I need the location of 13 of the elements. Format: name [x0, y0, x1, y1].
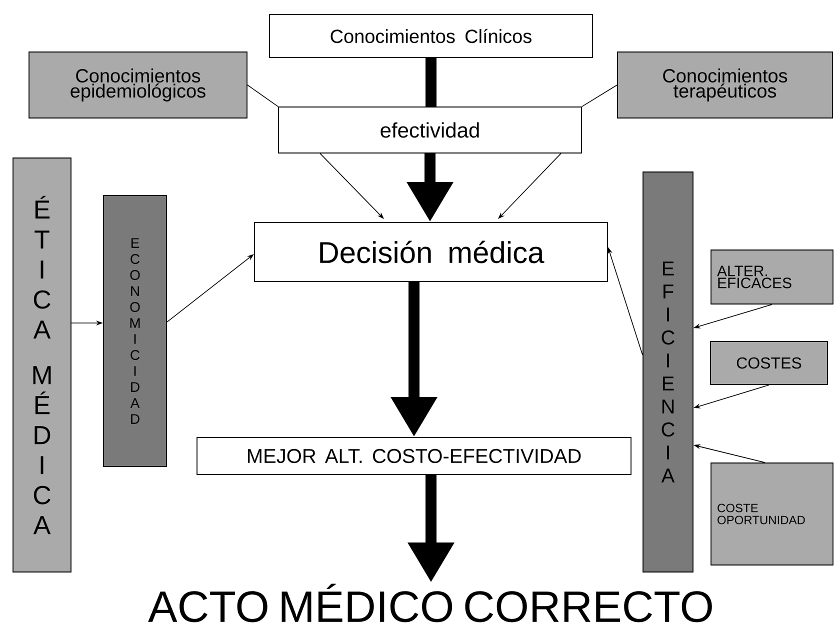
input-box: ALTER. EFICACES — [710, 250, 834, 304]
input-box: Conocimientos epidemiológicos — [28, 52, 248, 118]
process-box: Conocimientos Clínicos — [269, 14, 593, 58]
vertical-label-box: ÉTICA MÉDICA — [12, 158, 72, 572]
input-box: Conocimientos terapéuticos — [617, 52, 833, 118]
process-box: efectividad — [278, 106, 582, 154]
input-box: COSTE OPORTUNIDAD — [710, 462, 834, 566]
decision-box: Decisión médica — [254, 222, 608, 282]
result-text: ACTO MÉDICO CORRECTO — [148, 584, 712, 622]
vertical-label-box: ECONOMICIDAD — [103, 195, 167, 467]
vertical-label-box: EFICIENCIA — [642, 172, 694, 572]
process-box: MEJOR ALT. COSTO-EFECTIVIDAD — [196, 437, 632, 475]
input-box: COSTES — [710, 341, 828, 385]
